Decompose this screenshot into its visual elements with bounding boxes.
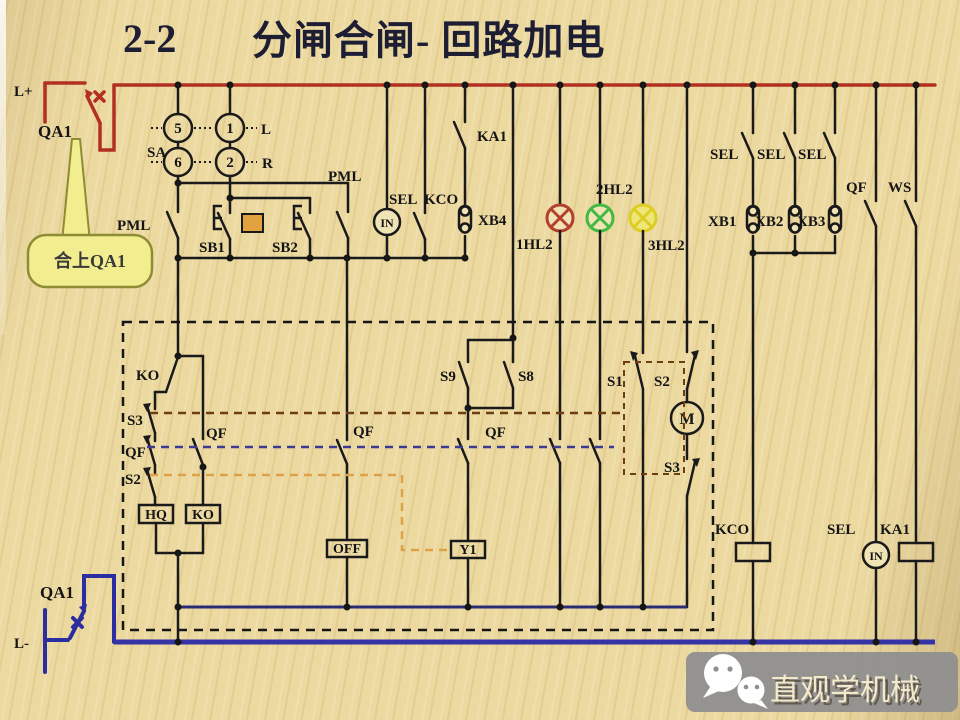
sel-r2-label: SEL xyxy=(757,147,785,163)
s2-left-arrow-icon xyxy=(143,467,151,476)
s9-label: S9 xyxy=(440,369,456,385)
qa1-top-arrow-icon xyxy=(85,89,93,100)
branch-qf-selin: IN xyxy=(861,83,891,644)
y1-box-label: Y1 xyxy=(459,543,476,558)
linkage-brown-box xyxy=(623,361,685,475)
xb4-label: XB4 xyxy=(478,213,507,229)
branch-ka1-xb4 xyxy=(452,83,473,260)
motor-label: M xyxy=(679,411,694,428)
sa-contact-2: 2 xyxy=(226,155,234,171)
indicator-square-icon xyxy=(241,213,264,233)
qf-mid-branch-label: QF xyxy=(206,426,227,442)
ka1-coil-label: KA1 xyxy=(880,522,910,538)
s2-right-label: S2 xyxy=(654,374,670,390)
page-title-number: 2-2 xyxy=(123,16,176,61)
sa-label: SA xyxy=(147,145,166,161)
contact-pml-mid xyxy=(335,181,350,260)
ws-top-label: WS xyxy=(888,180,911,196)
hl1-label: 1HL2 xyxy=(516,237,553,253)
branch-antipump-chain: KO xyxy=(154,354,222,644)
callout-text: 合上QA1 xyxy=(54,250,126,271)
branch-sel-in: IN xyxy=(372,83,402,260)
l-minus-label: L- xyxy=(14,636,29,652)
hl3-label: 3HL2 xyxy=(648,238,685,254)
negative-rail xyxy=(43,574,935,674)
lamp-1hl2 xyxy=(545,83,575,609)
linkage-orange xyxy=(150,473,450,552)
sb1-label: SB1 xyxy=(199,240,225,256)
sel-mid-label: SEL xyxy=(389,192,417,208)
s3-left-label: S3 xyxy=(127,413,143,429)
qf-y1-label: QF xyxy=(485,425,506,441)
brand-panel: 直观学机械 直观学机械 xyxy=(686,652,958,712)
lamp-2hl2 xyxy=(585,83,615,609)
sb2-label: SB2 xyxy=(272,240,298,256)
page-edge-highlight xyxy=(0,0,6,335)
sa-contact-5: 5 xyxy=(174,121,182,137)
ko-contact-label: KO xyxy=(136,368,159,384)
contact-pml-left xyxy=(165,181,180,260)
kco-coil-label: KCO xyxy=(715,522,749,538)
brand-text-shadow: 直观学机械 xyxy=(773,677,923,710)
node-line xyxy=(174,254,469,262)
qf-off-label: QF xyxy=(353,424,374,440)
xb-join-kco xyxy=(734,249,837,644)
brand-text: 直观学机械 xyxy=(770,674,920,707)
selector-sa: 5 1 6 2 SA L R xyxy=(147,83,273,200)
branch-s9-s8 xyxy=(457,83,517,412)
callout-qa1: 合上QA1 xyxy=(26,138,154,289)
branch-sel-xb1 xyxy=(740,83,761,255)
s1-label: S1 xyxy=(607,374,623,390)
qf-top-label: QF xyxy=(846,180,867,196)
s3-right-label: S3 xyxy=(664,460,680,476)
qf-left-arrow-icon xyxy=(143,435,151,444)
qa1-bottom-x-icon xyxy=(71,616,84,629)
contact-kco xyxy=(412,83,427,260)
inner-node-bus xyxy=(174,603,687,611)
sa-contact-1: 1 xyxy=(226,121,234,137)
off-box-label: OFF xyxy=(333,542,361,557)
kco-mid-label: KCO xyxy=(424,192,458,208)
branch-qf-off: OFF xyxy=(325,256,369,609)
branch-sel-xb2 xyxy=(782,83,803,255)
qa1-top-label: QA1 xyxy=(38,122,72,141)
xb2-label: XB2 xyxy=(755,214,783,230)
branch-closing-chain: HQ xyxy=(137,256,182,555)
qf-left-label: QF xyxy=(125,445,146,461)
qa1-top-x-icon xyxy=(93,90,106,103)
page-title: 分闸合闸- 回路加电 xyxy=(252,18,605,63)
branch-s1 xyxy=(630,229,645,609)
branch-s2-m-s3: M xyxy=(669,83,705,609)
qa1-bottom-label: QA1 xyxy=(40,583,74,602)
xb3-label: XB3 xyxy=(797,214,825,230)
s3-left-arrow-icon xyxy=(143,403,151,412)
pml-left-label: PML xyxy=(117,218,150,234)
hq-box-label: HQ xyxy=(145,508,167,523)
sa-right-label: R xyxy=(262,156,273,172)
sel-bottom-label: SEL xyxy=(827,522,855,538)
lamp-3hl2 xyxy=(628,83,658,233)
s8-label: S8 xyxy=(518,369,534,385)
xb1-label: XB1 xyxy=(708,214,736,230)
branch-sel-xb3 xyxy=(822,83,843,255)
in-bottom-label: IN xyxy=(869,549,883,563)
sa-left-label: L xyxy=(261,122,271,138)
l-plus-label: L+ xyxy=(14,84,33,100)
ka1-mid-label: KA1 xyxy=(477,129,507,145)
row-feeds xyxy=(174,179,350,202)
in-mid-label: IN xyxy=(380,216,394,230)
branch-ws-ka1 xyxy=(897,83,935,644)
function-group-box xyxy=(121,320,715,632)
ko-box-label: KO xyxy=(192,508,214,523)
pml-mid-label: PML xyxy=(328,169,361,185)
sa-contact-6: 6 xyxy=(174,155,182,171)
s2-left-label: S2 xyxy=(125,472,141,488)
sel-r3-label: SEL xyxy=(798,147,826,163)
branch-qf-y1: Y1 xyxy=(449,406,487,609)
hl2-label: 2HL2 xyxy=(596,182,633,198)
wechat-icon xyxy=(703,654,768,709)
sel-r1-label: SEL xyxy=(710,147,738,163)
